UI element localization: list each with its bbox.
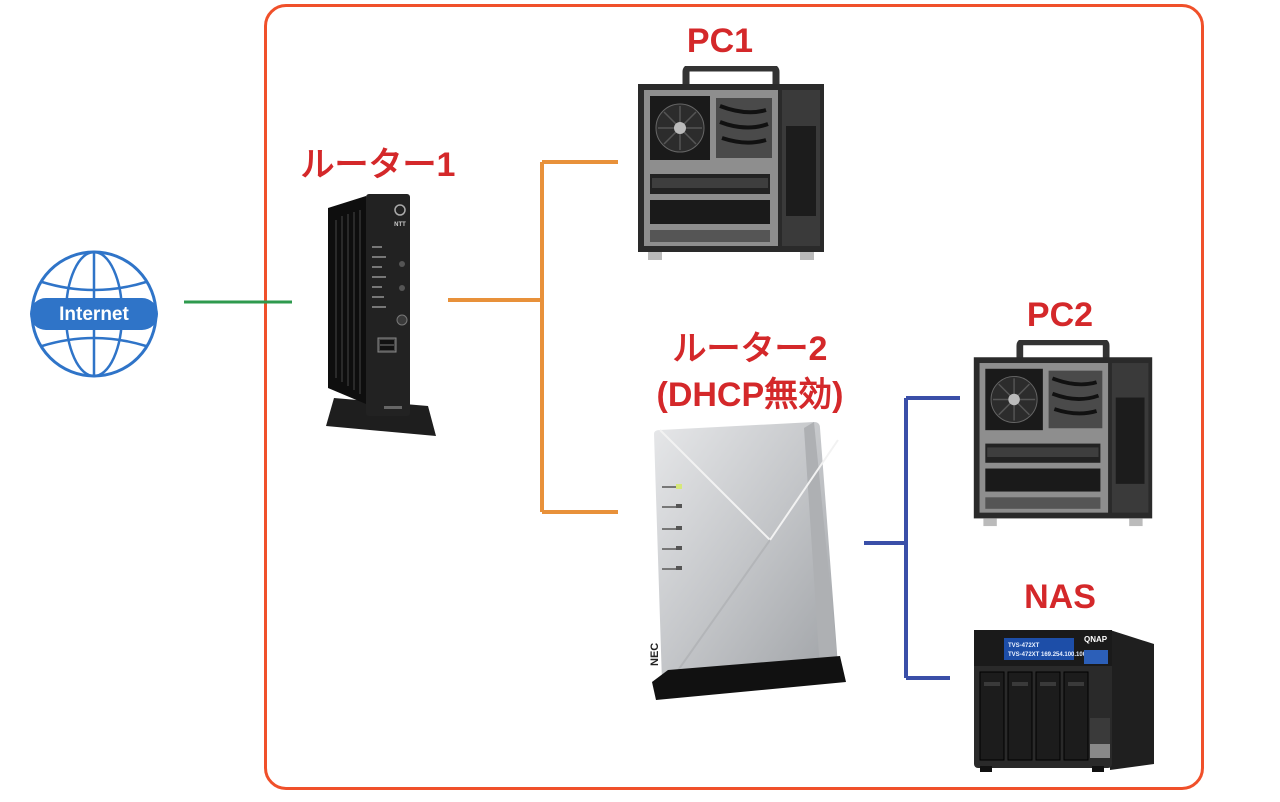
router1-label: ルーター1 <box>300 146 456 184</box>
router1-links <box>448 160 618 514</box>
internet-label: Internet <box>59 304 129 325</box>
internet-globe-icon: Internet <box>30 250 158 378</box>
router1-brand: NTT <box>394 222 406 228</box>
nas-display: TVS-472XT 169.254.100.100 <box>1008 652 1087 658</box>
pc1-label: PC1 <box>686 22 754 60</box>
pc1-device-icon <box>638 66 824 260</box>
pc2-label: PC2 <box>1026 296 1094 334</box>
router2-links <box>864 396 960 680</box>
nas-device-icon: TVS-472XT TVS-472XT 169.254.100.100 QNAP <box>974 630 1154 772</box>
router2-device-icon: NEC <box>650 422 846 700</box>
network-frame <box>264 4 1204 790</box>
router2-label: ルーター2 <box>672 330 828 368</box>
router1-device-icon: NTT <box>326 194 436 436</box>
nas-label: NAS <box>1024 578 1096 616</box>
router2-dhcp-label: (DHCP無効) <box>656 376 844 414</box>
nas-model: TVS-472XT <box>1008 643 1040 649</box>
router2-brand: NEC <box>650 643 661 666</box>
pc2-device-icon <box>973 340 1153 527</box>
nas-brand: QNAP <box>1084 635 1108 644</box>
